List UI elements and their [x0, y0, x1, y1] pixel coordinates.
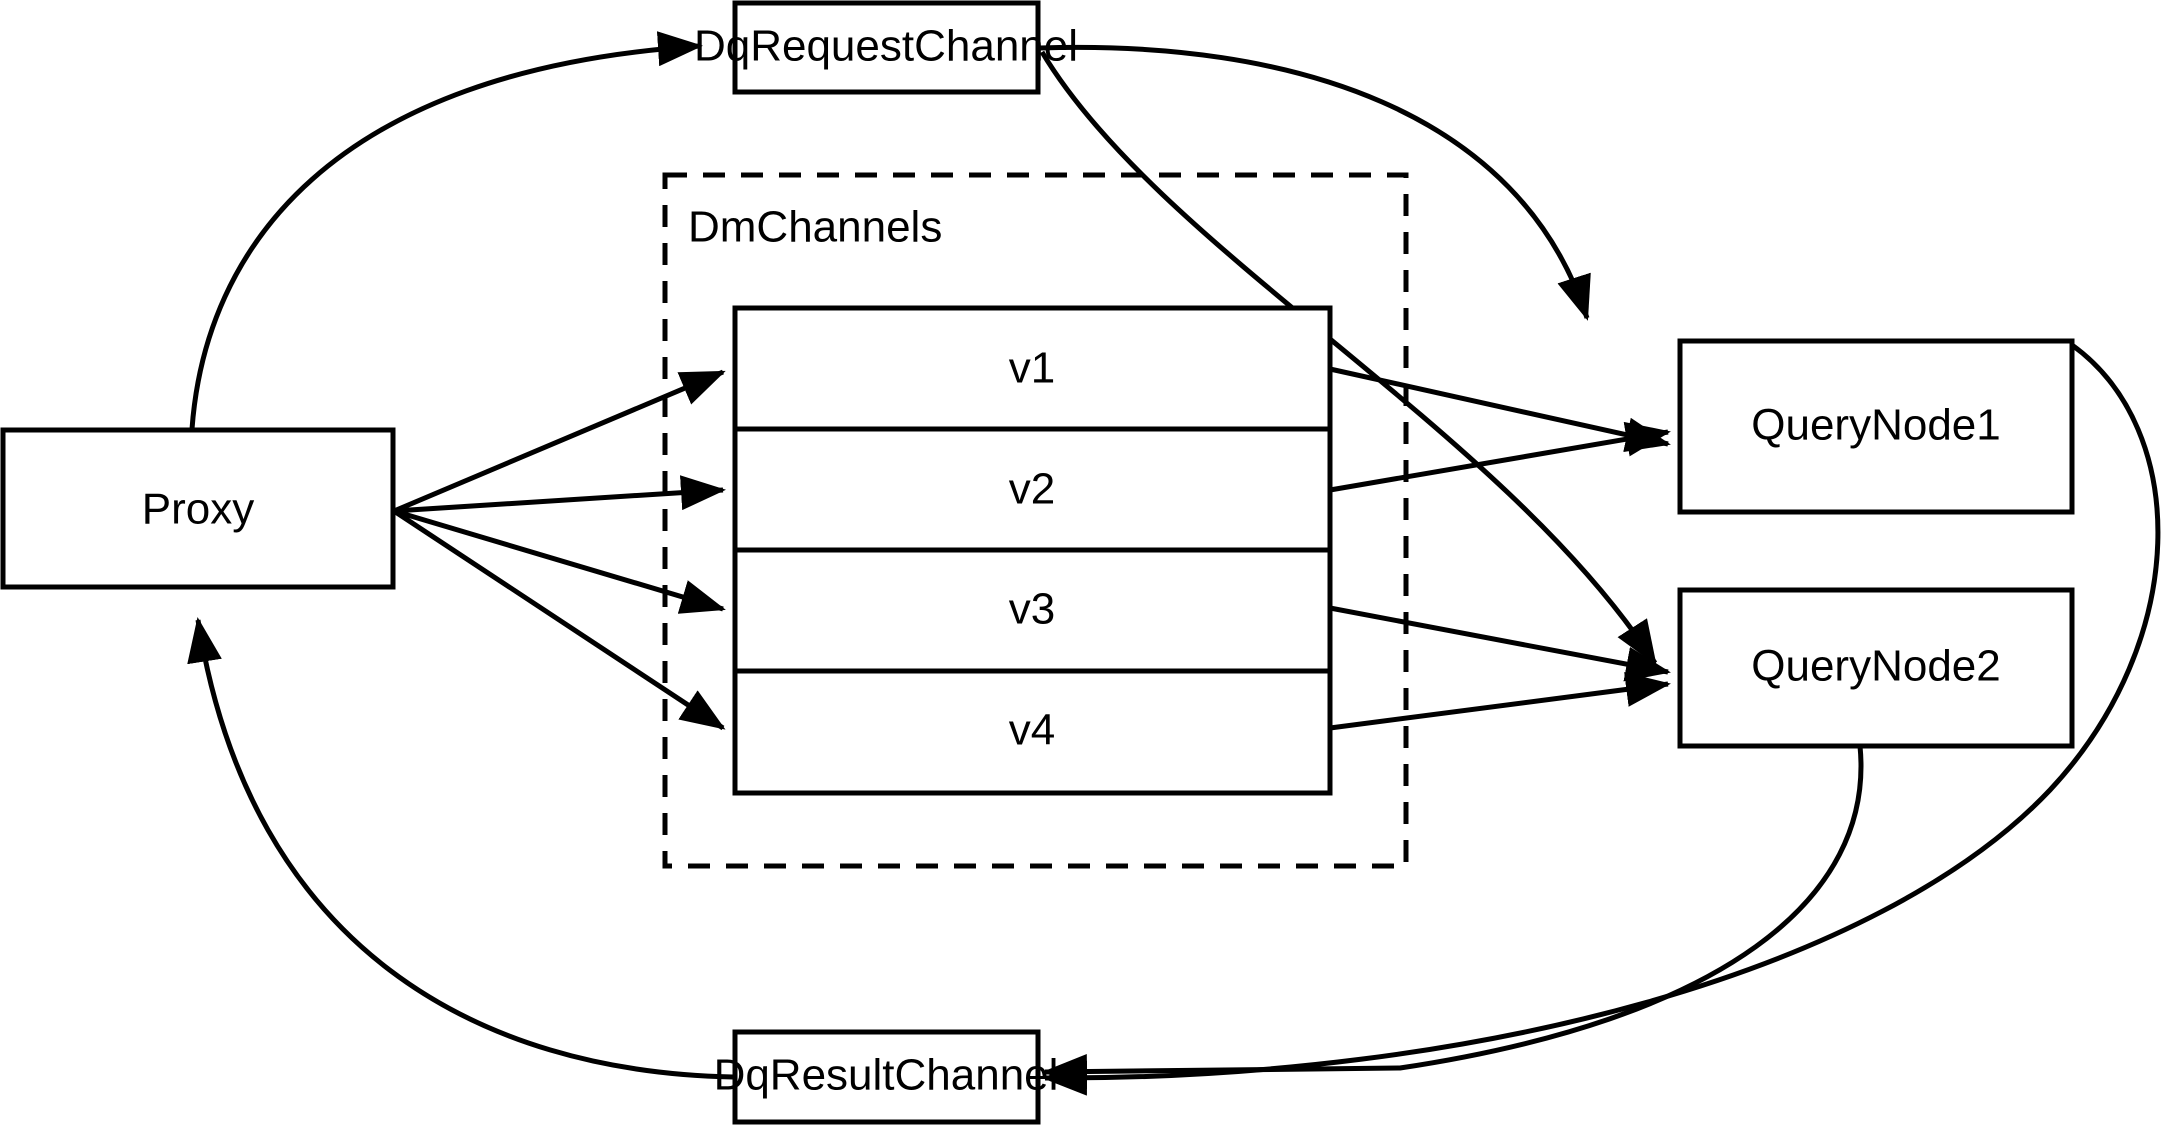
- dm-channel-row-v1-label: v1: [1009, 344, 1055, 393]
- edge-query-node-2-to-dq-result-channel: [1042, 745, 1864, 1090]
- node-query-node-2-label: QueryNode2: [1751, 642, 2000, 691]
- edge-query-node-1-to-dq-result-channel: [1042, 342, 2161, 1096]
- edge-proxy-to-v2: [393, 475, 726, 514]
- node-proxy[interactable]: [0, 427, 396, 590]
- node-dq-request-channel-label: DqRequestChannel: [694, 22, 1078, 71]
- node-dq-result-channel[interactable]: [732, 1029, 1041, 1125]
- edge-proxy-to-v1: [393, 369, 726, 514]
- dm-channel-row-v2-label: v2: [1009, 465, 1055, 514]
- dm-channels-group-border: [662, 172, 1409, 869]
- edge-proxy-to-v4: [392, 508, 726, 731]
- edge-v4-to-query-node-2: [1329, 672, 1671, 731]
- edge-dq-request-channel-to-query-node-2: [1039, 50, 1658, 666]
- edge-v1-to-query-node-1: [1329, 366, 1671, 452]
- node-proxy-label: Proxy: [142, 485, 254, 534]
- dm-channel-row-v3-label: v3: [1009, 585, 1055, 634]
- edge-dq-result-channel-to-proxy: [187, 617, 734, 1080]
- dm-channels-group-label: DmChannels: [688, 203, 942, 252]
- edge-proxy-to-dq-request-channel: [189, 31, 703, 430]
- node-query-node-1[interactable]: [1677, 338, 2075, 515]
- dm-channel-row-v4-label: v4: [1009, 706, 1055, 755]
- edge-v2-to-query-node-1: [1329, 421, 1671, 493]
- edge-v3-to-query-node-2: [1329, 605, 1671, 682]
- node-dq-result-channel-label: DqResultChannel: [714, 1051, 1059, 1100]
- node-dq-request-channel[interactable]: [732, 0, 1041, 95]
- node-query-node-2[interactable]: [1677, 587, 2075, 749]
- edge-dq-request-channel-to-query-node-1: [1039, 44, 1591, 321]
- node-query-node-1-label: QueryNode1: [1751, 401, 2000, 450]
- edge-proxy-to-v3: [393, 508, 726, 614]
